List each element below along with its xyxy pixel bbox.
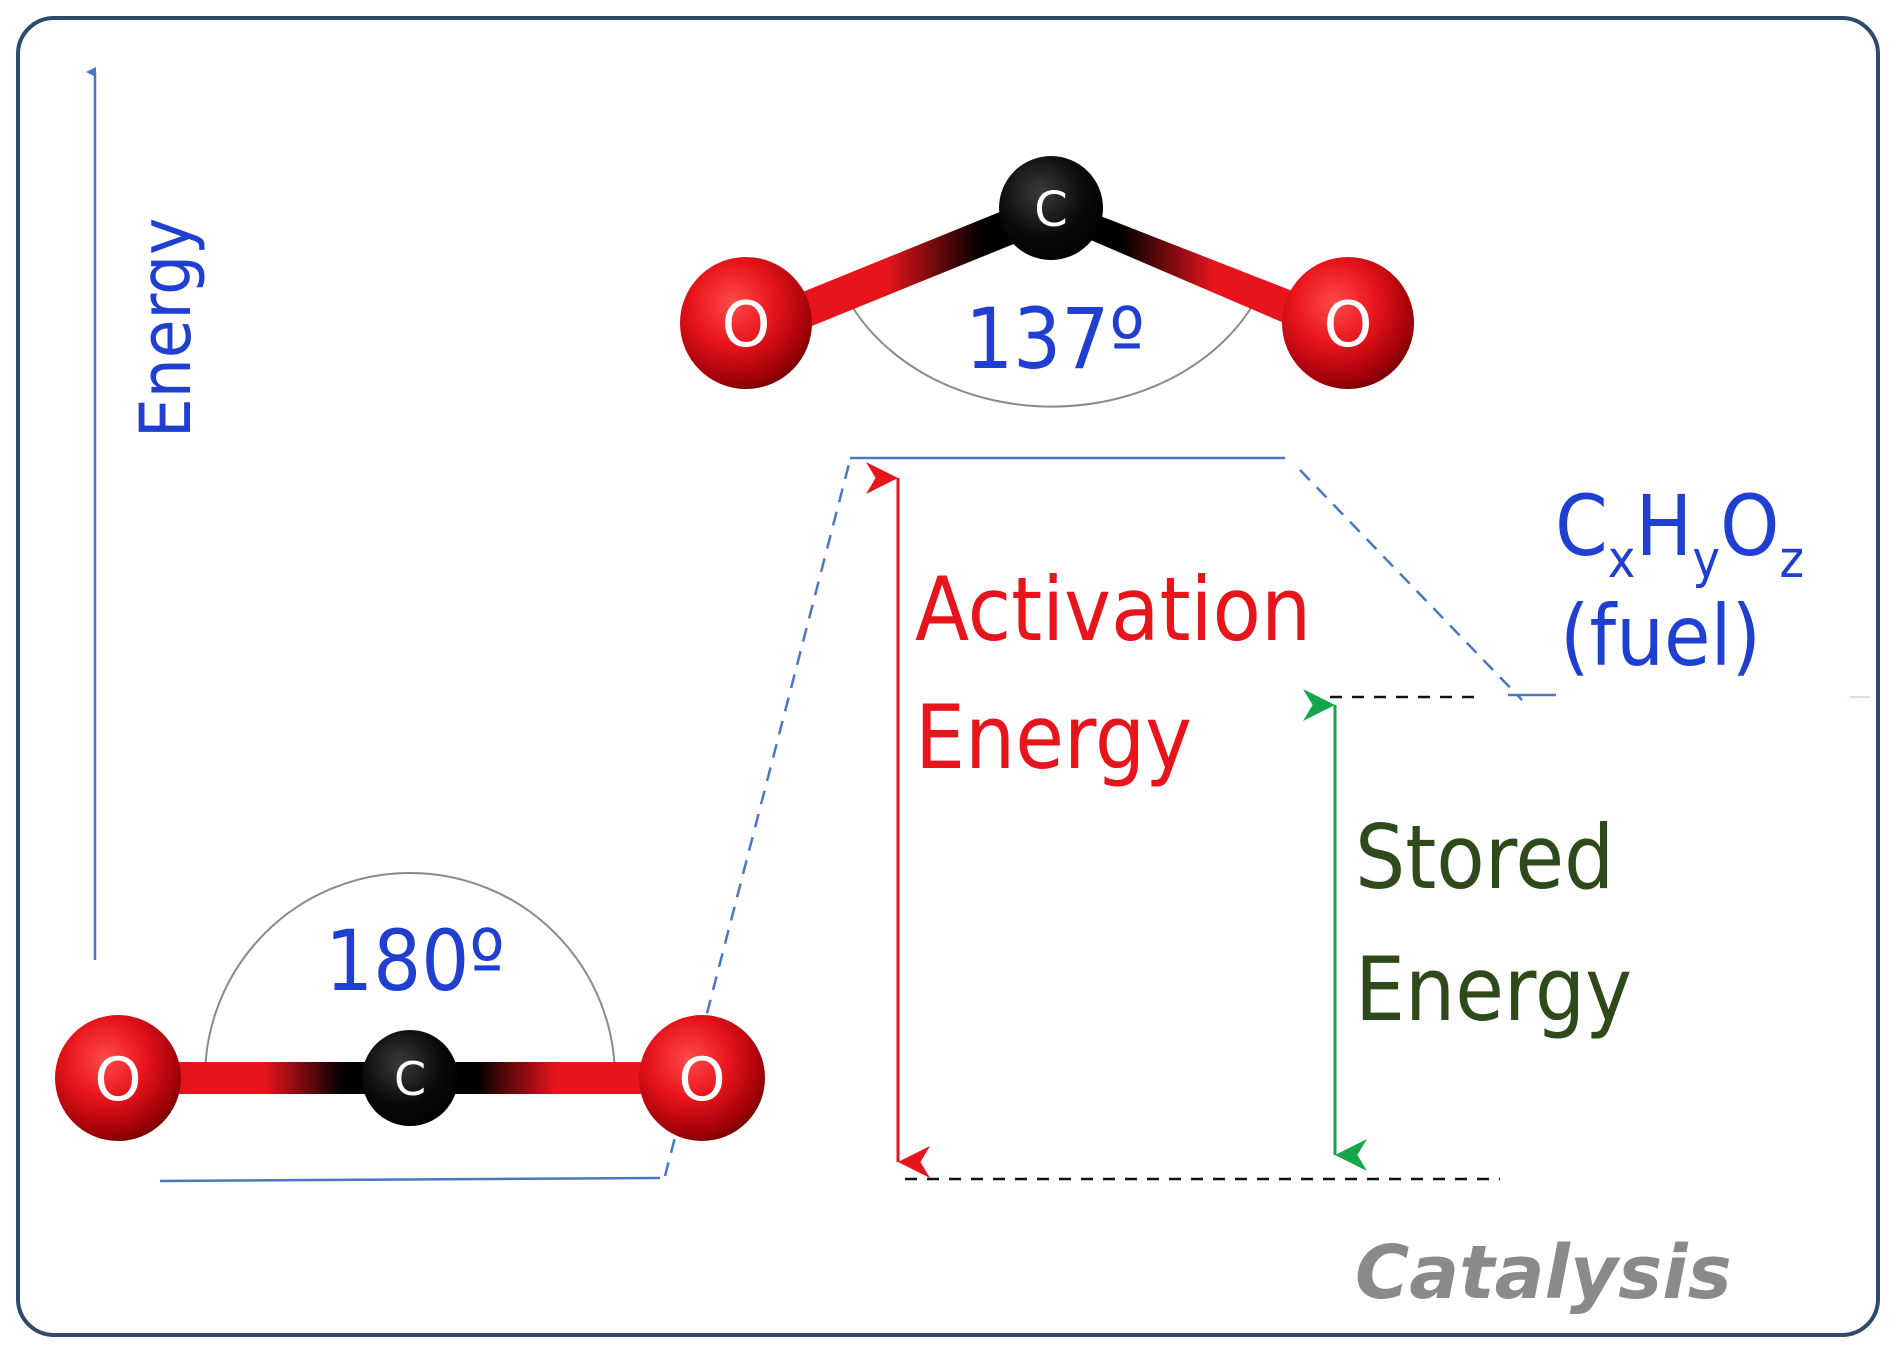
product-note: (fuel) bbox=[1560, 587, 1761, 685]
reactant-molecule: 180º O O C bbox=[55, 872, 765, 1141]
reactant-oxygen-right bbox=[639, 1015, 765, 1141]
reactant-oxygen-right-label: O bbox=[678, 1045, 725, 1115]
fall-dashed-line bbox=[1299, 469, 1523, 701]
energy-axis-label: Energy bbox=[125, 218, 207, 438]
activation-label-line2: Energy bbox=[915, 686, 1192, 789]
reactant-oxygen-left bbox=[55, 1015, 181, 1141]
reactant-angle-label: 180º bbox=[325, 912, 505, 1010]
transition-molecule: 137º O O C bbox=[680, 156, 1414, 408]
stored-label-line1: Stored bbox=[1355, 806, 1614, 909]
catalysis-label: Catalysis bbox=[1355, 1230, 1732, 1316]
transition-angle-arc bbox=[841, 287, 1263, 408]
transition-angle-label: 137º bbox=[965, 290, 1145, 388]
reactant-oxygen-left-label: O bbox=[94, 1045, 141, 1115]
transition-oxygen-right-label: O bbox=[1324, 288, 1373, 361]
reactant-angle-arc bbox=[204, 872, 616, 1079]
transition-bond-left bbox=[746, 194, 1058, 347]
product-formula: CxHyOz bbox=[1555, 477, 1804, 590]
transition-carbon-label: C bbox=[1034, 182, 1068, 238]
transition-bond-right bbox=[1044, 194, 1354, 347]
reactant-carbon bbox=[362, 1030, 458, 1126]
reactant-level-line bbox=[159, 1176, 661, 1183]
transition-oxygen-left bbox=[680, 257, 812, 389]
stored-label-line2: Energy bbox=[1355, 938, 1632, 1041]
activation-label-line1: Activation bbox=[915, 558, 1311, 661]
transition-oxygen-right bbox=[1282, 257, 1414, 389]
transition-oxygen-left-label: O bbox=[722, 288, 771, 361]
transition-carbon bbox=[999, 156, 1103, 260]
outer-frame bbox=[16, 16, 1880, 1337]
reactant-carbon-label: C bbox=[394, 1052, 426, 1106]
